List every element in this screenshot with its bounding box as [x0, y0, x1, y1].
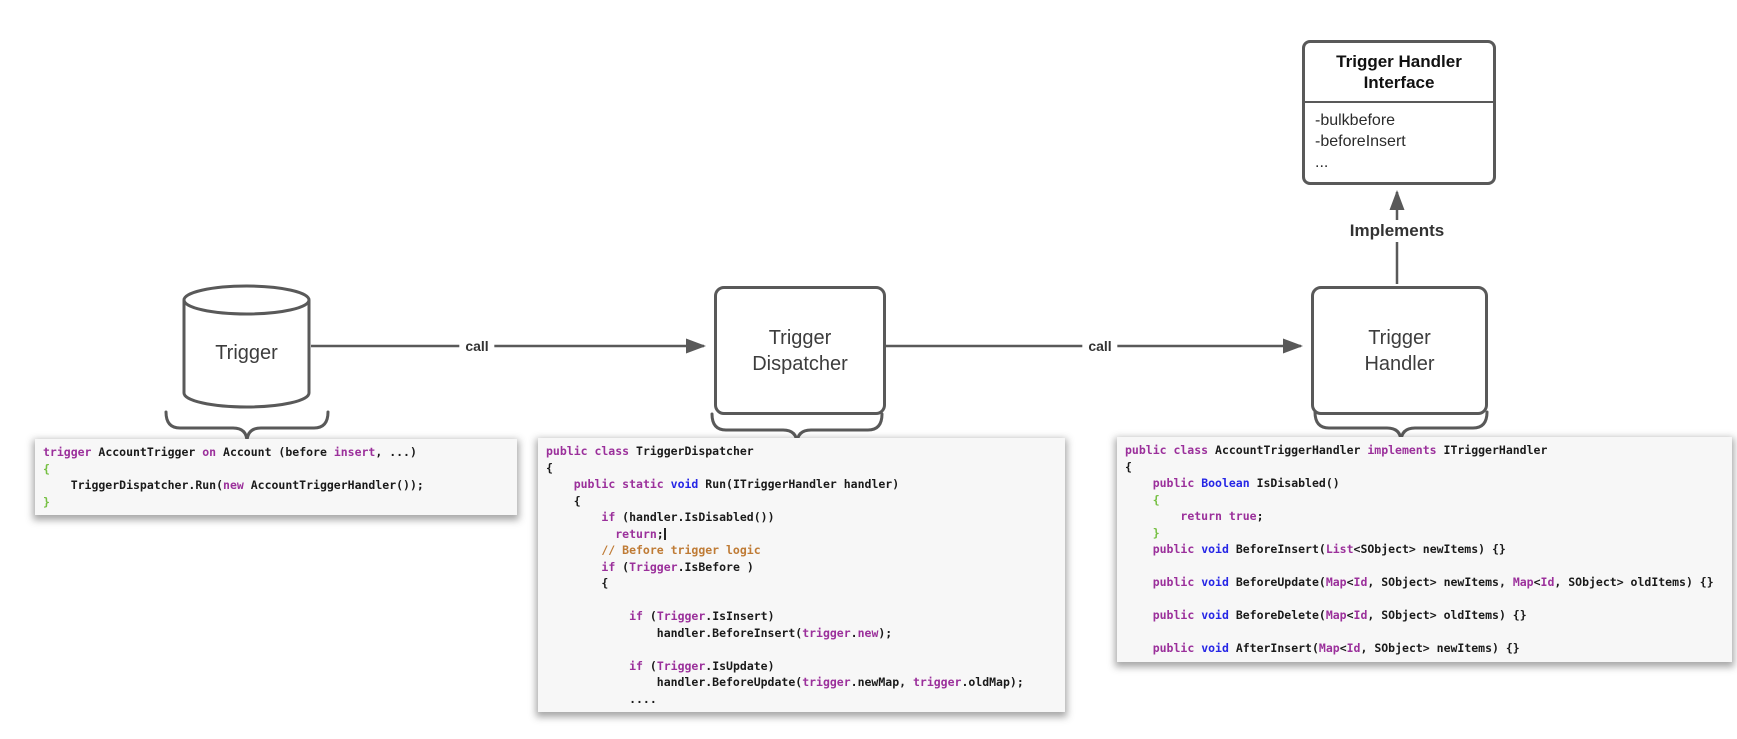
call-edge-label-2: call	[1082, 337, 1118, 355]
dispatcher-label-line2: Dispatcher	[752, 352, 848, 375]
trigger-handler-interface-box: Trigger Handler Interface -bulkbefore -b…	[1302, 40, 1496, 185]
interface-attribute: ...	[1315, 154, 1329, 171]
call-edge-label-1: call	[459, 337, 495, 355]
code-panel-dispatcher: public class TriggerDispatcher{ public s…	[538, 438, 1065, 712]
interface-title-line1: Trigger Handler	[1336, 52, 1462, 71]
dispatcher-label-line1: Trigger	[768, 326, 832, 349]
interface-title-line2: Interface	[1363, 73, 1435, 92]
trigger-handler-node: Trigger Handler	[1311, 286, 1488, 415]
interface-attributes: -bulkbefore -beforeInsert ...	[1305, 103, 1493, 182]
code-panel-handler: public class AccountTriggerHandler imple…	[1117, 437, 1732, 662]
trigger-node-label: Trigger	[215, 342, 278, 364]
interface-title: Trigger Handler Interface	[1305, 43, 1493, 103]
handler-label-line1: Trigger	[1368, 326, 1431, 349]
interface-attribute: -beforeInsert	[1315, 133, 1406, 150]
interface-attribute: -bulkbefore	[1315, 112, 1396, 129]
underbrace-trigger	[164, 410, 330, 444]
implements-edge-label: Implements	[1343, 220, 1451, 242]
handler-label-line2: Handler	[1364, 352, 1435, 375]
trigger-dispatcher-node: Trigger Dispatcher	[714, 286, 886, 415]
trigger-cylinder	[182, 284, 311, 409]
code-panel-trigger: trigger AccountTrigger on Account (befor…	[35, 439, 517, 515]
